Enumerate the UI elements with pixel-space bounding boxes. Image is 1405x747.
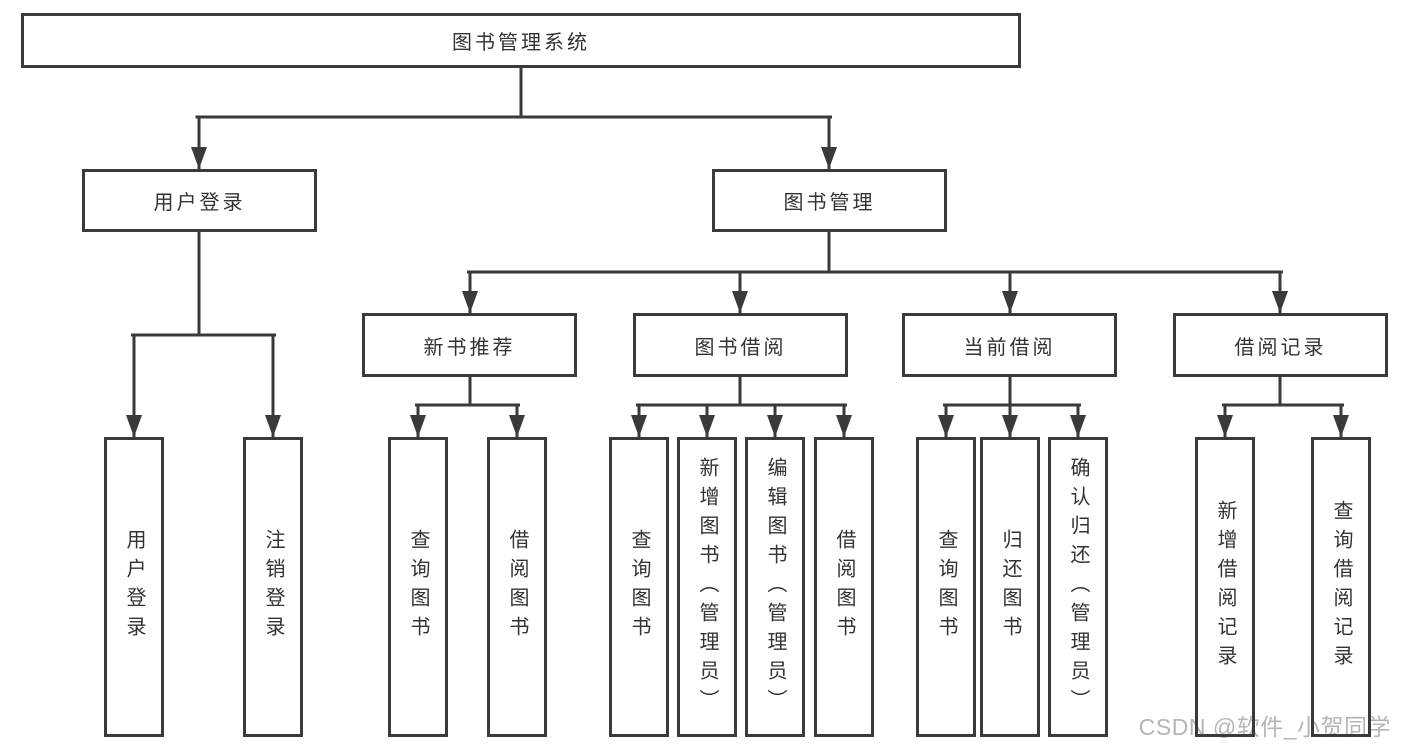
leaf-query-books-recommend-label: 查询图书 <box>407 529 429 645</box>
leaf-logout: 注销登录 <box>243 437 303 737</box>
node-new-book-recommend: 新书推荐 <box>362 313 577 377</box>
node-root: 图书管理系统 <box>21 13 1021 68</box>
connector-book-management-branch <box>462 230 1288 315</box>
leaf-borrow-books-recommend-label: 借阅图书 <box>506 529 528 645</box>
node-book-management-branch: 图书管理 <box>712 169 947 232</box>
leaf-user-login: 用户登录 <box>104 437 164 737</box>
node-book-borrow-label: 图书借阅 <box>694 336 787 359</box>
connector-user-login-branch <box>126 230 281 439</box>
node-user-login-branch-label: 用户登录 <box>153 192 246 214</box>
leaf-borrow-books: 借阅图书 <box>814 437 874 737</box>
node-book-borrow: 图书借阅 <box>633 313 848 377</box>
leaf-query-books-borrow-label: 查询图书 <box>628 529 650 645</box>
node-root-label: 图书管理系统 <box>452 32 590 54</box>
leaf-query-borrow-record: 查询借阅记录 <box>1311 437 1371 737</box>
leaf-add-book-admin: 新增图书（管理员） <box>677 437 737 737</box>
connector-root-to-level2 <box>191 66 837 171</box>
leaf-query-books-recommend: 查询图书 <box>388 437 448 737</box>
leaf-query-borrow-record-label: 查询借阅记录 <box>1330 500 1352 674</box>
node-borrow-records-label: 借阅记录 <box>1234 336 1327 359</box>
node-borrow-records: 借阅记录 <box>1173 313 1388 377</box>
leaf-add-borrow-record: 新增借阅记录 <box>1195 437 1255 737</box>
connector-borrow-records <box>1217 375 1349 439</box>
leaf-return-books-label: 归还图书 <box>999 529 1021 645</box>
leaf-add-borrow-record-label: 新增借阅记录 <box>1214 500 1236 674</box>
connector-book-borrow <box>631 375 852 439</box>
leaf-query-books-borrow: 查询图书 <box>609 437 669 737</box>
node-new-book-recommend-label: 新书推荐 <box>423 336 516 359</box>
leaf-add-book-admin-label: 新增图书（管理员） <box>696 456 718 718</box>
leaf-borrow-books-label: 借阅图书 <box>833 529 855 645</box>
connector-current-borrow <box>938 375 1086 439</box>
node-current-borrow: 当前借阅 <box>902 313 1117 377</box>
leaf-confirm-return-admin: 确认归还（管理员） <box>1048 437 1108 737</box>
leaf-query-books-current-label: 查询图书 <box>935 529 957 645</box>
connector-new-book-recommend <box>410 375 525 439</box>
leaf-query-books-current: 查询图书 <box>916 437 976 737</box>
leaf-edit-book-admin: 编辑图书（管理员） <box>745 437 805 737</box>
leaf-confirm-return-admin-label: 确认归还（管理员） <box>1067 456 1089 718</box>
node-book-management-branch-label: 图书管理 <box>783 192 876 214</box>
leaf-logout-label: 注销登录 <box>262 529 284 645</box>
leaf-edit-book-admin-label: 编辑图书（管理员） <box>764 456 786 718</box>
leaf-user-login-label: 用户登录 <box>123 529 145 645</box>
leaf-return-books: 归还图书 <box>980 437 1040 737</box>
node-user-login-branch: 用户登录 <box>82 169 317 232</box>
leaf-borrow-books-recommend: 借阅图书 <box>487 437 547 737</box>
node-current-borrow-label: 当前借阅 <box>963 336 1056 359</box>
